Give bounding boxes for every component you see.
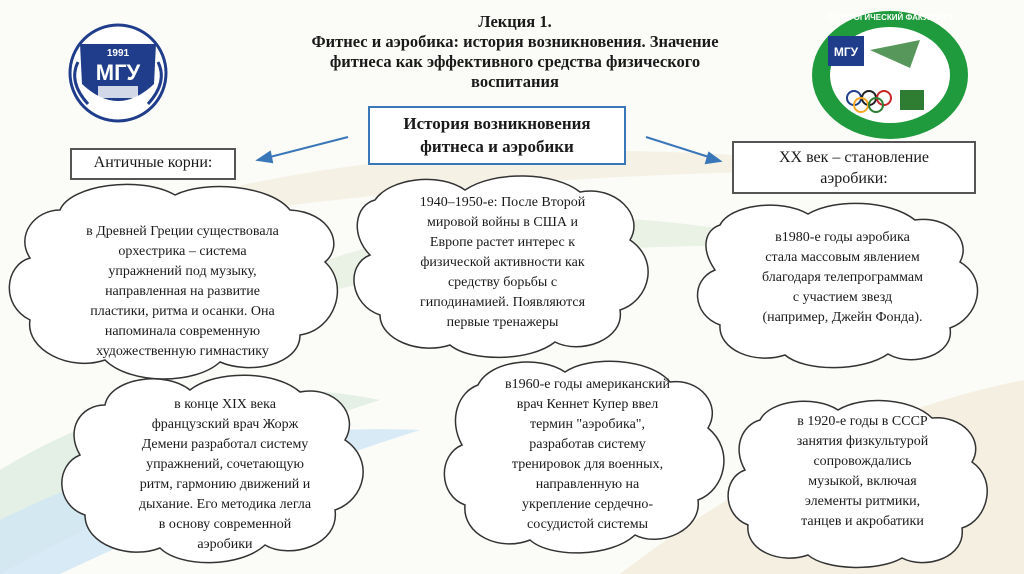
cloud-line: танцев и акробатики bbox=[801, 514, 924, 529]
cloud-eighties bbox=[696, 202, 979, 369]
cloud-line: физической активности как bbox=[420, 255, 585, 270]
cloud-line: гиподинамией. Появляются bbox=[419, 295, 586, 310]
cloud-line: стала массовым явлением bbox=[765, 250, 920, 265]
cloud-line: дыхание. Его методика легла bbox=[138, 497, 312, 512]
cloud-line: сопровождались bbox=[813, 454, 912, 469]
cloud-line: 1940–1950-е: После Второй bbox=[419, 195, 586, 210]
logo-abbr: МГУ bbox=[96, 60, 141, 85]
cloud-line: упражнений, сочетающую bbox=[146, 457, 304, 472]
cloud-greece bbox=[8, 183, 339, 380]
cloud-line: орхестрика – система bbox=[118, 244, 247, 259]
cloud-line: в1980-е годы аэробика bbox=[775, 230, 910, 245]
bg-swoosh-top bbox=[180, 150, 900, 220]
cloud-line: в1960-е годы американский bbox=[504, 377, 671, 392]
cloud-line: художественную гимнастику bbox=[96, 344, 269, 359]
cloud-ww2-text: 1940–1950-е: После Второй мировой войны … bbox=[385, 193, 620, 333]
cloud-line: мировой войны в США и bbox=[427, 215, 578, 230]
title-line: Фитнес и аэробика: история возникновения… bbox=[311, 32, 719, 51]
cloud-line: укрепление сердечно- bbox=[521, 497, 653, 512]
title-line: фитнеса как эффективного средства физиче… bbox=[329, 52, 701, 71]
cloud-line: первые тренажеры bbox=[446, 315, 559, 330]
central-line: фитнеса и аэробики bbox=[420, 137, 574, 156]
cloud-line: врач Кеннет Купер ввел bbox=[516, 397, 659, 412]
cloud-line: элементы ритмики, bbox=[804, 494, 921, 509]
logo-right-abbr: МГУ bbox=[834, 45, 859, 59]
cloud-line: благодаря телепрограммам bbox=[762, 270, 923, 285]
faculty-logo-right: МГУ ПЕДАГОГИЧЕСКИЙ ФАКУЛЬТЕТ bbox=[812, 11, 968, 139]
logo-badge bbox=[828, 36, 864, 66]
cloud-line: музыкой, включая bbox=[808, 474, 917, 489]
cloud-line: французский врач Жорж bbox=[151, 417, 299, 432]
cloud-line: в конце XIX века bbox=[174, 397, 276, 412]
central-topic-box: История возникновения фитнеса и аэробики bbox=[368, 106, 626, 165]
cloud-line: средству борьбы с bbox=[447, 275, 558, 290]
cloud-line: в Древней Греции существовала bbox=[86, 224, 279, 239]
laurel-left-icon bbox=[73, 61, 90, 106]
cloud-cooper bbox=[443, 360, 725, 554]
arrow-left bbox=[255, 136, 349, 164]
logo-year: 1991 bbox=[107, 48, 130, 59]
logo-book-icon bbox=[900, 90, 924, 110]
arrow-right bbox=[645, 136, 723, 165]
cloud-greece-text: в Древней Греции существовала орхестрика… bbox=[40, 222, 325, 362]
cloud-line: (например, Джейн Фонда). bbox=[762, 310, 923, 325]
cloud-line: в основу современной bbox=[158, 517, 292, 532]
cloud-line: пластики, ритма и осанки. Она bbox=[90, 304, 275, 319]
cloud-ussr bbox=[727, 399, 988, 569]
ancient-roots-heading: Античные корни: bbox=[70, 148, 236, 180]
central-line: История возникновения bbox=[403, 114, 591, 133]
logo-figure-icon bbox=[870, 40, 920, 68]
cloud-ussr-text: в 1920-е годы в СССР занятия физкультуро… bbox=[755, 412, 970, 532]
cloud-cooper-text: в1960-е годы американский врач Кеннет Ку… bbox=[465, 375, 710, 535]
cloud-line: упражнений под музыку, bbox=[108, 264, 257, 279]
book-icon bbox=[98, 86, 138, 98]
cloud-xix-text: в конце XIX века французский врач Жорж Д… bbox=[95, 395, 355, 555]
bg-swoosh-center bbox=[250, 218, 820, 310]
right-heading-line: XX век – становление bbox=[778, 149, 930, 166]
logo-ring-text: ПЕДАГОГИЧЕСКИЙ ФАКУЛЬТЕТ bbox=[827, 13, 954, 22]
cloud-xix bbox=[61, 374, 364, 564]
cloud-line: разработав систему bbox=[529, 437, 646, 452]
university-logo-left: 1991 МГУ bbox=[68, 23, 168, 123]
slide-title: Лекция 1. Фитнес и аэробика: история воз… bbox=[250, 12, 780, 92]
xx-century-heading: XX век – становление аэробики: bbox=[732, 141, 976, 194]
cloud-line: термин "аэробика", bbox=[529, 417, 646, 432]
cloud-line: напоминала современную bbox=[104, 324, 261, 339]
cloud-line: тренировок для военных, bbox=[511, 457, 664, 472]
title-line: воспитания bbox=[471, 72, 559, 91]
cloud-eighties-text: в1980-е годы аэробика стала массовым явл… bbox=[725, 228, 960, 328]
cloud-line: занятия физкультурой bbox=[796, 434, 929, 449]
cloud-line: сосудистой системы bbox=[527, 517, 648, 532]
cloud-line: направленная на развитие bbox=[105, 284, 260, 299]
laurel-right-icon bbox=[146, 61, 163, 106]
cloud-line: аэробики bbox=[197, 537, 253, 552]
title-line: Лекция 1. bbox=[478, 12, 552, 31]
cloud-line: Демени разработал систему bbox=[141, 437, 309, 452]
cloud-line: Европе растет интерес к bbox=[429, 235, 576, 250]
cloud-line: в 1920-е годы в СССР bbox=[797, 414, 928, 429]
cloud-line: ритм, гармонию движений и bbox=[139, 477, 311, 492]
olympic-rings-icon bbox=[846, 90, 892, 113]
cloud-line: с участием звезд bbox=[792, 290, 893, 305]
right-heading-line: аэробики: bbox=[820, 170, 888, 187]
cloud-ww2 bbox=[353, 175, 649, 359]
cloud-line: направленную на bbox=[535, 477, 640, 492]
